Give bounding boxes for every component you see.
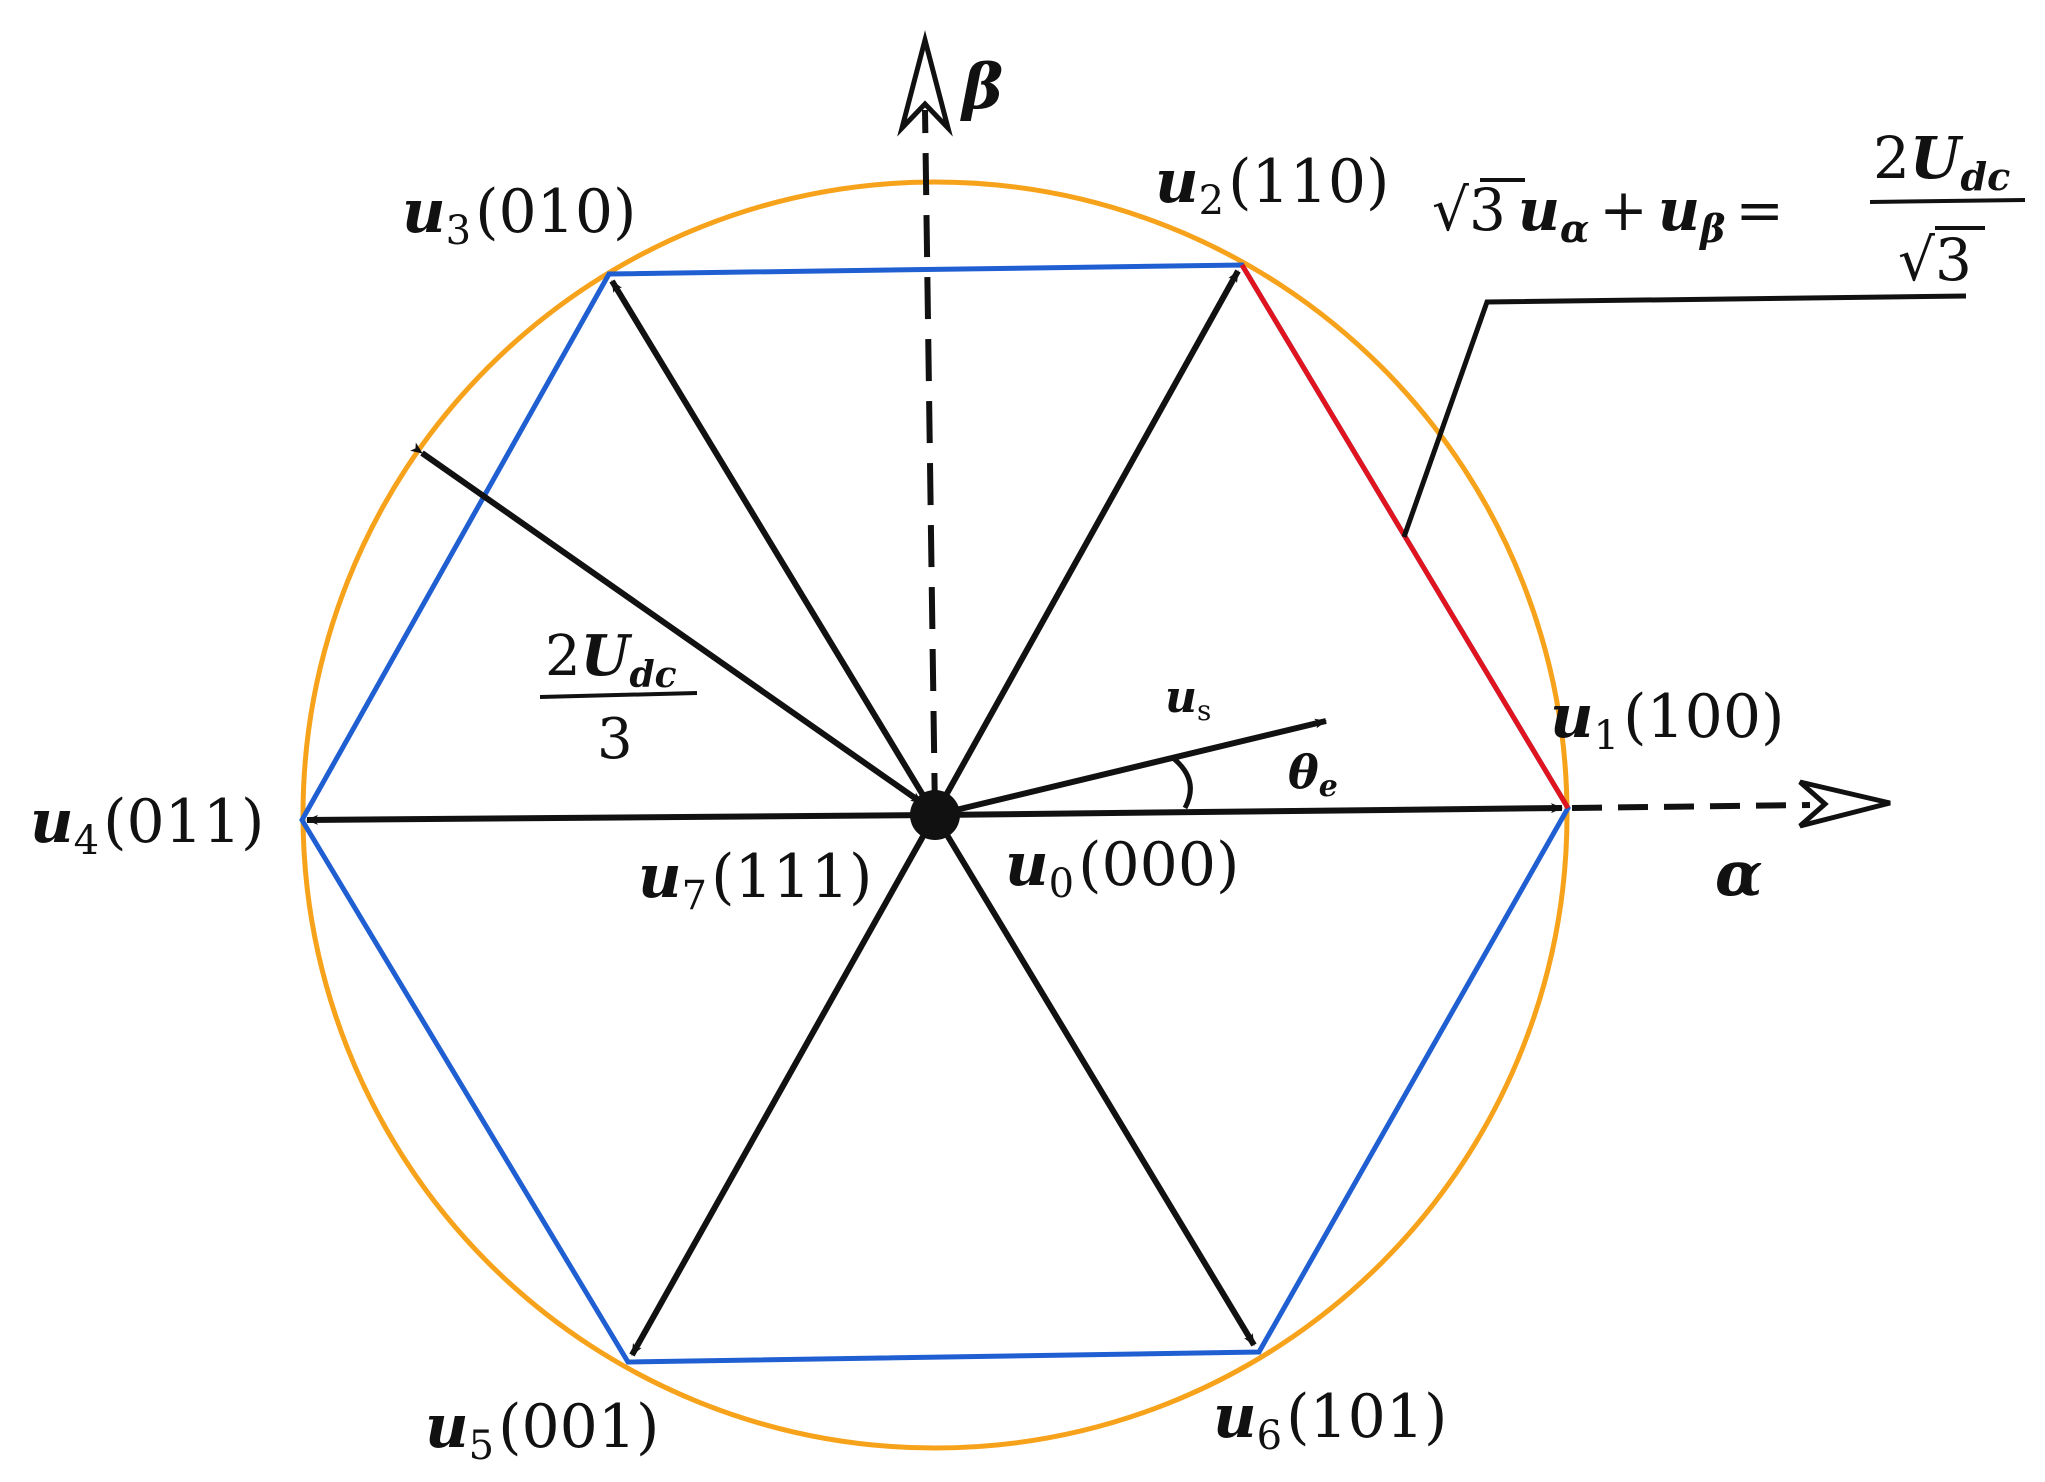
vector-u4-arrow — [306, 812, 936, 825]
vector-u2-arrow — [932, 269, 1241, 817]
label-u5: u5(001) — [425, 1392, 659, 1469]
radius-vector-arrow — [410, 442, 924, 806]
svg-text:2Udc: 2Udc — [545, 623, 677, 696]
label-us: us — [1165, 672, 1211, 727]
label-u6: u6(101) — [1213, 1382, 1447, 1459]
beta-axis-arrowhead — [897, 30, 953, 137]
vector-u1-arrow — [934, 803, 1563, 818]
vector-u3-arrow — [609, 279, 938, 817]
label-u4: u4(011) — [30, 787, 264, 864]
svg-text:2Udc: 2Udc — [1873, 124, 2010, 199]
label-u3: u3(010) — [402, 177, 636, 254]
origin-point — [910, 790, 960, 840]
label-u2: u2(110) — [1155, 147, 1389, 224]
vector-u5-arrow — [629, 813, 938, 1357]
svg-text:3: 3 — [597, 707, 633, 772]
svg-text:√3uα+uβ=: √3uα+uβ= — [1432, 176, 1784, 251]
equation-leader-line — [1401, 293, 1967, 538]
alpha-axis — [1571, 802, 1811, 811]
beta-axis — [922, 109, 938, 816]
reference-vector-us — [934, 718, 1327, 818]
beta-axis-label: β — [960, 50, 1003, 123]
label-u1: u1(100) — [1550, 682, 1784, 759]
theta-arc — [1171, 756, 1193, 810]
label-theta-e: θe — [1288, 745, 1338, 804]
alpha-axis-arrowhead — [1798, 779, 1891, 829]
vector-u6-arrow — [932, 813, 1257, 1347]
alpha-axis-label: α — [1715, 837, 1763, 910]
svg-text:√3: √3 — [1898, 226, 1972, 294]
label-u0: u0(000) — [1005, 830, 1239, 907]
radius-label: 2Udc 3 — [539, 623, 698, 772]
label-u7: u7(111) — [638, 842, 872, 919]
